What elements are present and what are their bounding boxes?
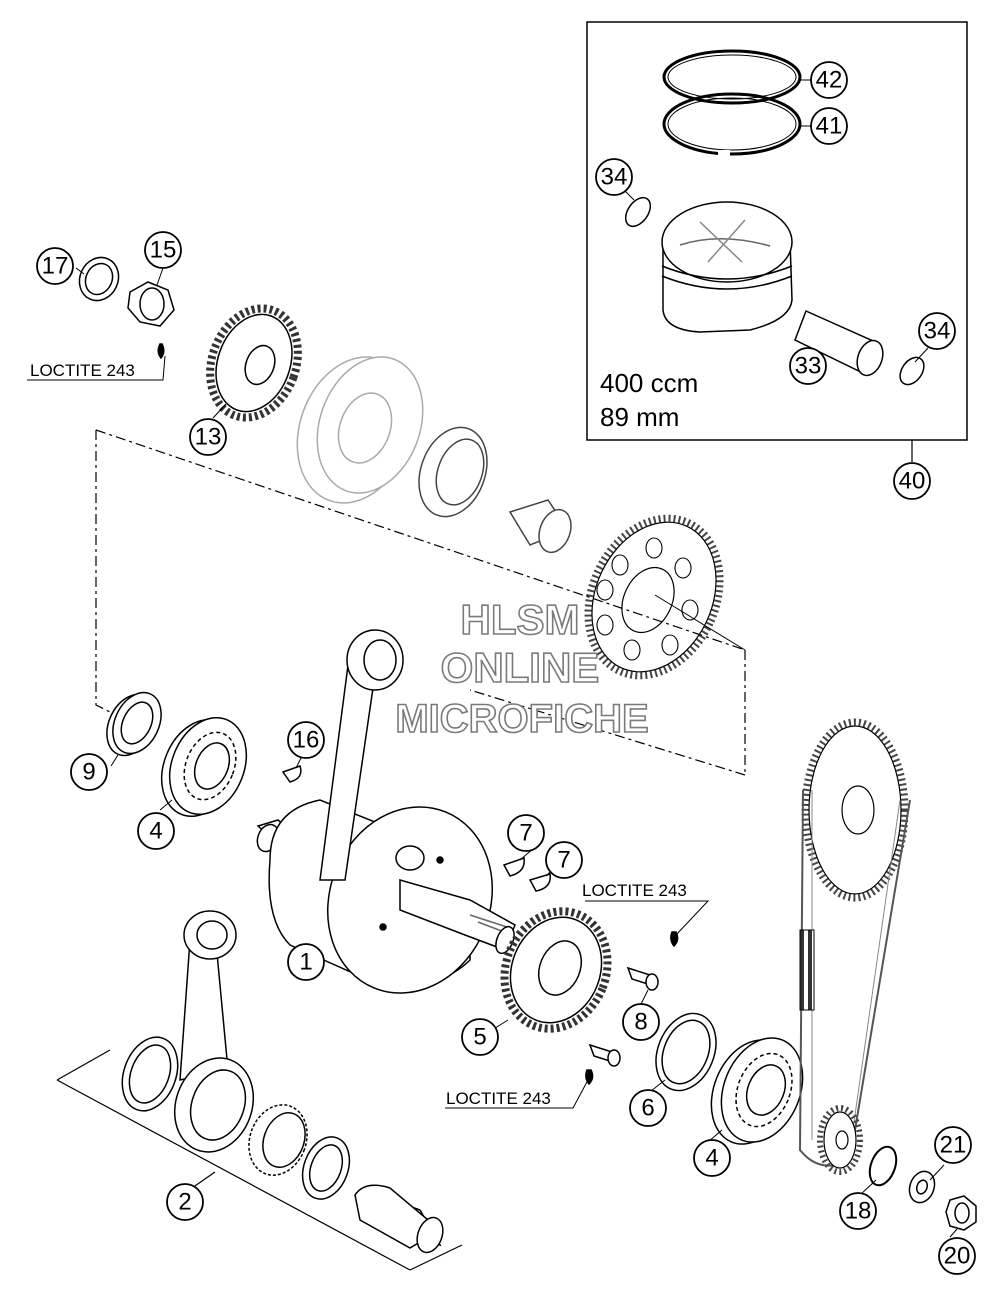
callout-8: 8	[634, 1009, 647, 1036]
part-7-keys	[502, 856, 551, 892]
starter-gear-large	[584, 514, 724, 680]
callout-40: 40	[899, 468, 926, 495]
piston	[661, 201, 793, 333]
starter-drive-wheel	[296, 356, 424, 504]
callout-9: 9	[82, 759, 95, 786]
piston-ring-42	[662, 49, 802, 105]
callout-20: 20	[944, 1243, 971, 1270]
part-13-gear	[206, 304, 302, 422]
callout-5: 5	[473, 1024, 486, 1051]
callout-15: 15	[150, 237, 177, 264]
assembly-dash-line	[95, 429, 746, 776]
timing-chain-assembly	[798, 718, 911, 1175]
part-4-bearing-left	[160, 716, 248, 818]
callout-4-right: 4	[705, 1145, 718, 1172]
callout-42: 42	[816, 67, 843, 94]
part-18-circlip	[868, 1145, 898, 1187]
loctite-label-top: LOCTITE 243	[30, 361, 135, 380]
callout-41: 41	[816, 113, 843, 140]
callouts	[36, 61, 976, 1275]
circlip-34-left	[624, 196, 652, 228]
piston-pin-33	[794, 309, 884, 377]
callout-17: 17	[42, 253, 69, 280]
part-21-washer	[908, 1170, 936, 1204]
part-4-bearing-right	[710, 1037, 804, 1145]
callout-21: 21	[940, 1132, 967, 1159]
callout-18: 18	[845, 1198, 872, 1225]
part-2-bracket-line	[56, 1049, 463, 1271]
part-2-conrod-kit	[121, 910, 444, 1254]
circlip-34-right	[899, 356, 925, 386]
loctite-label-bottom: LOCTITE 243	[446, 1089, 551, 1108]
part-20-nut	[945, 1195, 977, 1231]
callout-16: 16	[293, 727, 320, 754]
piston-kit-box	[586, 21, 968, 462]
crank-connecting-rod	[319, 629, 404, 881]
part-17-washer	[78, 256, 120, 302]
piston-bore: 89 mm	[600, 402, 679, 432]
part-15-nut	[127, 281, 175, 360]
callout-7-b: 7	[557, 847, 570, 874]
callout-13: 13	[195, 424, 222, 451]
part-8-bolts	[585, 931, 679, 1086]
needle-bearing	[508, 499, 572, 554]
piston-displacement: 400 ccm	[600, 368, 698, 398]
watermark-line-1: HLSM	[461, 596, 580, 643]
callout-1: 1	[299, 949, 312, 976]
part-6-washer	[655, 1012, 717, 1092]
callout-2: 2	[178, 1189, 191, 1216]
watermark-line-2: ONLINE	[441, 644, 600, 691]
callout-33: 33	[795, 353, 822, 380]
callout-34-right: 34	[924, 318, 951, 345]
part-9-shaft-seal	[106, 691, 162, 757]
watermark-line-3: MICROFICHE	[395, 697, 648, 741]
callout-numbers: 42 41 34 34 33 40 17 15 13 16 9 4 1 7 7 …	[42, 67, 971, 1270]
watermark: HLSM ONLINE MICROFICHE	[395, 595, 650, 742]
freewheel-cage	[418, 426, 488, 518]
loctite-label-right: LOCTITE 243	[582, 881, 687, 900]
piston-ring-41	[662, 92, 802, 156]
callout-7-a: 7	[519, 820, 532, 847]
part-5-gear	[500, 907, 612, 1033]
callout-4-left: 4	[149, 818, 162, 845]
part-1-crankshaft	[256, 799, 516, 994]
callout-34-left: 34	[601, 164, 628, 191]
part-16-key	[281, 765, 302, 783]
callout-6: 6	[641, 1095, 654, 1122]
